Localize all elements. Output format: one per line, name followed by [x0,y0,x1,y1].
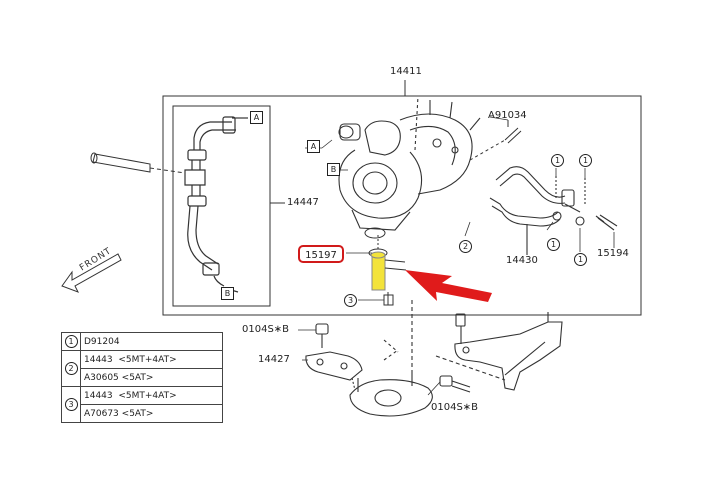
part-label-bolt-right[interactable]: 15194 [597,248,629,259]
circle-ref-3: 3 [344,294,357,307]
ref-box-b-hose: B [221,287,234,300]
circle-ref-1-middle: 1 [547,238,560,251]
part-label-hose-group[interactable]: 14447 [287,197,319,208]
red-pointer-arrow [405,270,492,302]
leader-lines [298,116,615,396]
drain-pipe [364,227,407,306]
legend-row: 2 14443 <5MT+4AT> [61,350,223,387]
part-label-assembly[interactable]: 14411 [390,66,422,77]
support-bracket [435,312,563,393]
part-label-bracket[interactable]: 14427 [258,354,290,365]
legend-text: A30605 <5AT> [80,368,223,387]
legend-row: 3 14443 <5MT+4AT> [61,386,223,423]
circle-ref-1-top-left: 1 [551,154,564,167]
legend-table: 1 D91204 2 14443 <5MT+4AT> A30605 <5AT> … [61,332,223,423]
legend-row: A30605 <5AT> [62,368,223,387]
part-label-stud[interactable]: A91034 [488,110,527,121]
assembly-frame [162,95,642,316]
legend-circle-2: 2 [64,361,78,375]
turbocharger [338,95,481,231]
part-label-bolt-lower[interactable]: 0104S∗B [431,402,479,413]
circle-ref-1-bottom: 1 [574,253,587,266]
ref-box-b-turbo: B [327,163,340,176]
legend-text: A70673 <5AT> [80,404,223,423]
legend-circle-1: 1 [64,334,78,348]
legend-row: 1 D91204 [61,332,223,351]
legend-row: A70673 <5AT> [62,404,223,423]
hose-assembly [184,116,248,293]
oil-pipe [489,166,618,255]
stud [469,120,522,161]
circle-ref-2: 2 [459,240,472,253]
part-label-bolt-upper[interactable]: 0104S∗B [242,324,290,335]
ref-box-a-turbo: A [307,140,320,153]
bracket-assembly [305,300,433,417]
circle-ref-1-top-right: 1 [579,154,592,167]
ref-box-a-hose: A [250,111,263,124]
legend-circle-3: 3 [64,397,78,411]
front-arrow [61,253,122,293]
hose-inset-box [172,105,271,307]
part-label-highlighted[interactable]: 15197 [298,245,344,263]
loose-hose [90,152,186,174]
legend-text: 14443 <5MT+4AT> [80,386,223,405]
part-label-pipe[interactable]: 14430 [506,255,538,266]
legend-text: 14443 <5MT+4AT> [80,350,223,369]
legend-text: D91204 [80,332,223,351]
